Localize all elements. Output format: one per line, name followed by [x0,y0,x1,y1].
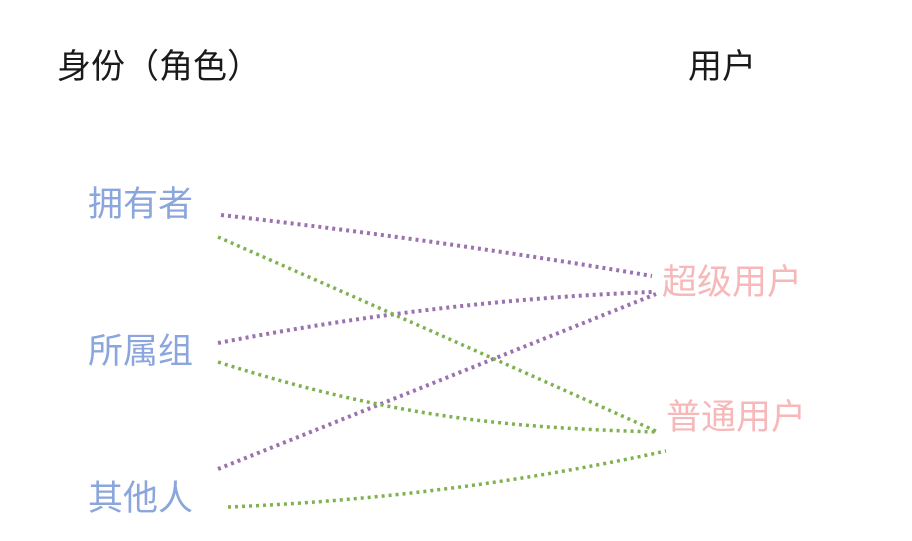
link-owner-super [220,213,653,278]
users-header: 用户 [688,47,756,87]
role-owner: 拥有者 [88,185,194,225]
roles-header: 身份（角色） [57,47,261,87]
link-group-normal [217,360,659,434]
user-normal: 普通用户 [666,398,807,438]
link-owner-normal [217,235,659,434]
role-others: 其他人 [88,479,194,519]
role-group: 所属组 [88,332,194,372]
link-others-normal [227,449,667,509]
link-others-super [217,292,657,471]
user-super: 超级用户 [662,263,803,303]
link-group-super [217,290,653,345]
